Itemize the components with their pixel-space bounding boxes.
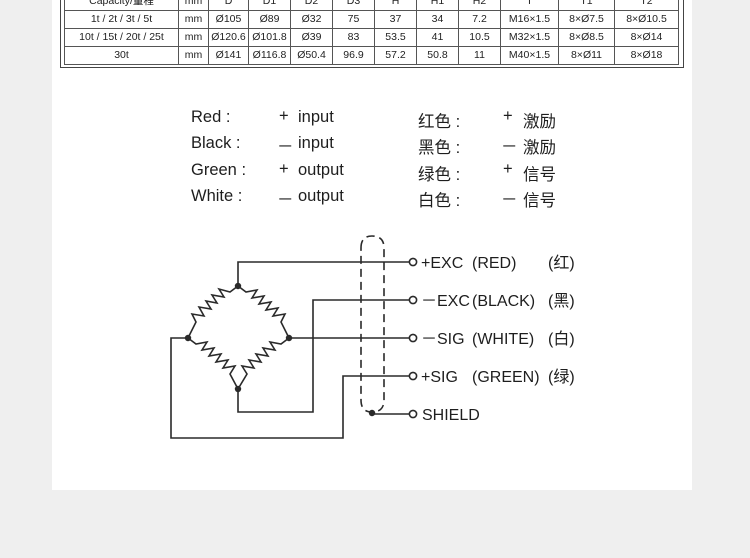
legend-cn-role-2: 信号 (523, 166, 556, 184)
bridge-node-right (285, 334, 293, 342)
spec-table-cell: M40×1.5 (500, 46, 559, 65)
legend-cn-color-0: 红色 : (418, 113, 461, 131)
legend-en-sign-0: + (279, 107, 289, 125)
terminal-exc-plus (408, 257, 418, 267)
spec-table-cell: Ø105 (208, 10, 249, 29)
legend-en-color-0: Red : (191, 108, 231, 126)
legend-cn-role-3: 信号 (523, 192, 556, 210)
legend-en-role-0: input (298, 108, 334, 126)
wire-exc-plus (237, 261, 412, 286)
spec-table-cell: M32×1.5 (500, 28, 559, 47)
terminal-label-sig-plus: +SIG (421, 369, 458, 386)
spec-table-cell: 8×Ø8.5 (558, 28, 615, 47)
terminal-color-en-exc-minus: (BLACK) (472, 293, 535, 310)
wire-exc-minus (237, 299, 412, 413)
terminal-color-en-sig-plus: (GREEN) (472, 369, 540, 386)
bridge-node-top (234, 282, 242, 290)
terminal-label-shield: SHIELD (422, 407, 480, 424)
spec-table-cell: 8×Ø7.5 (558, 10, 615, 29)
terminal-label-exc-plus: +EXC (421, 255, 463, 272)
legend-en-sign-1: － (277, 138, 294, 156)
terminal-sig-minus (408, 333, 418, 343)
bridge-resistor-top-left (187, 285, 239, 339)
spec-table-cell: Ø141 (208, 46, 249, 65)
legend-cn-role-0: 激励 (523, 113, 556, 131)
legend-cn-color-2: 绿色 : (418, 166, 461, 184)
spec-table-cell: 57.2 (374, 46, 417, 65)
legend-en-role-3: output (298, 187, 344, 205)
legend-en-color-2: Green : (191, 161, 247, 179)
legend-cn-sign-2: + (503, 160, 513, 178)
terminal-color-cn-sig-plus: (绿) (548, 368, 575, 386)
cable-shield (360, 235, 385, 413)
spec-table-cell: Ø120.6 (208, 28, 249, 47)
bridge-node-left (184, 334, 192, 342)
spec-table-cell: 50.8 (416, 46, 459, 65)
bridge-resistor-bottom-right (237, 337, 290, 390)
terminal-shield (408, 409, 418, 419)
bridge-node-bottom (234, 385, 242, 393)
legend-cn-role-1: 激励 (523, 139, 556, 157)
spec-table-cell: mm (178, 28, 209, 47)
spec-table-cell: 11 (458, 46, 501, 65)
bridge-resistor-top-right (237, 285, 290, 339)
legend-en-role-2: output (298, 161, 344, 179)
spec-table-cell: 10.5 (458, 28, 501, 47)
bridge-resistor-bottom-left (187, 337, 239, 390)
terminal-color-cn-exc-plus: (红) (548, 254, 575, 272)
terminal-color-en-exc-plus: (RED) (472, 255, 516, 272)
content-card (52, 0, 692, 490)
spec-table-cell: Ø116.8 (248, 46, 291, 65)
legend-en-color-3: White : (191, 187, 243, 205)
spec-table-frame (60, 0, 684, 68)
spec-table-cell: 8×Ø11 (558, 46, 615, 65)
spec-table-cell: 30t (64, 46, 179, 65)
terminal-exc-minus (408, 295, 418, 305)
wire-sig-plus (170, 337, 412, 439)
terminal-color-en-sig-minus: (WHITE) (472, 331, 534, 348)
legend-cn-sign-1: － (501, 138, 518, 156)
legend-cn-sign-3: － (501, 191, 518, 209)
legend-en-sign-3: － (277, 191, 294, 209)
terminal-sig-plus (408, 371, 418, 381)
legend-en-sign-2: + (279, 160, 289, 178)
terminal-label-exc-minus: －EXC (421, 293, 470, 310)
shield-node (368, 409, 376, 417)
legend-cn-color-3: 白色 : (418, 192, 461, 210)
terminal-label-sig-minus: －SIG (421, 331, 465, 348)
spec-table-cell: M16×1.5 (500, 10, 559, 29)
legend-cn-sign-0: + (503, 107, 513, 125)
terminal-color-cn-exc-minus: (黑) (548, 293, 575, 310)
legend-en-color-1: Black : (191, 134, 241, 152)
spec-table-cell: 8×Ø18 (614, 46, 679, 65)
terminal-color-cn-sig-minus: (白) (548, 330, 575, 348)
legend-en-role-1: input (298, 134, 334, 152)
legend-cn-color-1: 黑色 : (418, 139, 461, 157)
